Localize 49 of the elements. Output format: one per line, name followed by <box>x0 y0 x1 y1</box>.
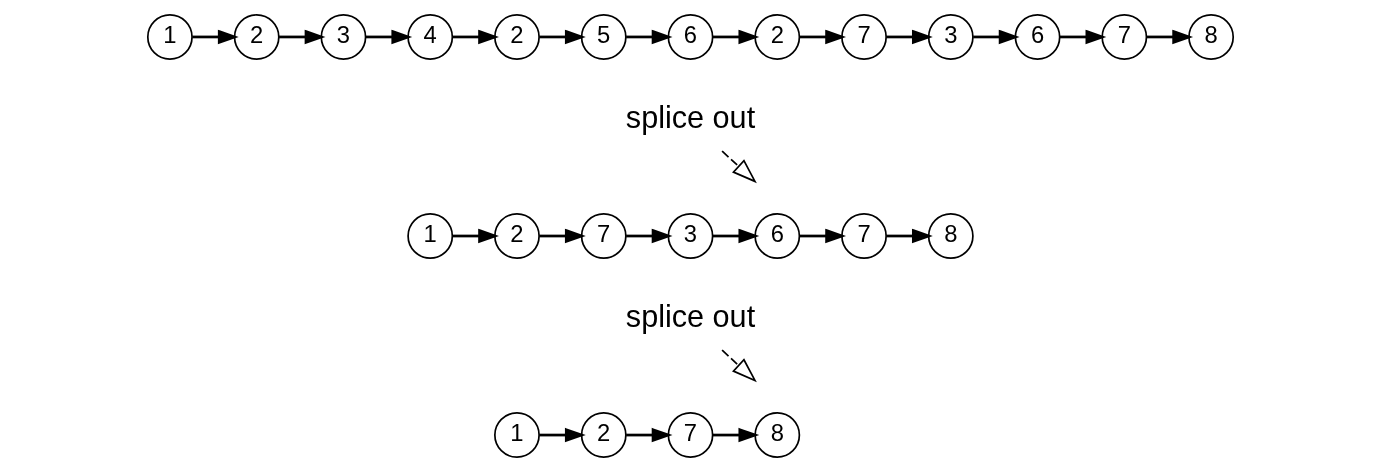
node-circle: 5 <box>580 14 627 60</box>
arrow <box>365 29 412 45</box>
arrow <box>625 228 672 244</box>
node-circle: 8 <box>1187 14 1234 60</box>
arrow <box>625 427 672 443</box>
node-circle: 7 <box>1100 14 1147 60</box>
arrow <box>191 29 239 45</box>
node-circle: 1 <box>493 412 540 458</box>
node-circle: 8 <box>753 412 800 458</box>
node-circle: 4 <box>406 14 453 60</box>
arrow <box>712 228 759 244</box>
arrow <box>452 29 499 45</box>
node-circle: 1 <box>406 213 453 259</box>
arrow <box>720 150 757 184</box>
arrow <box>1059 29 1106 45</box>
arrow <box>538 427 586 443</box>
node-circle: 8 <box>927 213 974 259</box>
arrow <box>712 427 759 443</box>
arrow <box>452 228 499 244</box>
arrow <box>538 29 586 45</box>
node-circle: 7 <box>580 213 627 259</box>
node-text: splice out <box>625 298 755 333</box>
node-circle: 2 <box>493 14 540 60</box>
node-circle: 7 <box>840 213 887 259</box>
arrow <box>712 29 759 45</box>
arrow <box>885 228 933 244</box>
node-circle: 2 <box>753 14 800 60</box>
arrow <box>720 349 757 383</box>
arrow <box>1146 29 1193 45</box>
node-circle: 6 <box>753 213 800 259</box>
node-circle: 3 <box>667 213 713 259</box>
arrow <box>278 29 325 45</box>
node-circle: 7 <box>840 14 887 60</box>
node-circle: 3 <box>927 14 974 60</box>
arrow <box>538 228 586 244</box>
arrow <box>799 29 846 45</box>
arrow <box>625 29 672 45</box>
arrow <box>799 228 846 244</box>
node-circle: 2 <box>493 213 540 259</box>
arrow <box>972 29 1020 45</box>
node-circle: 2 <box>580 412 627 458</box>
node-circle: 6 <box>1014 14 1060 60</box>
node-circle: 3 <box>319 14 366 60</box>
node-circle: 7 <box>667 412 713 458</box>
node-text: splice out <box>625 99 755 134</box>
node-circle: 6 <box>667 14 713 60</box>
arrow <box>885 29 933 45</box>
node-circle: 1 <box>146 14 193 60</box>
node-circle: 2 <box>233 14 280 60</box>
